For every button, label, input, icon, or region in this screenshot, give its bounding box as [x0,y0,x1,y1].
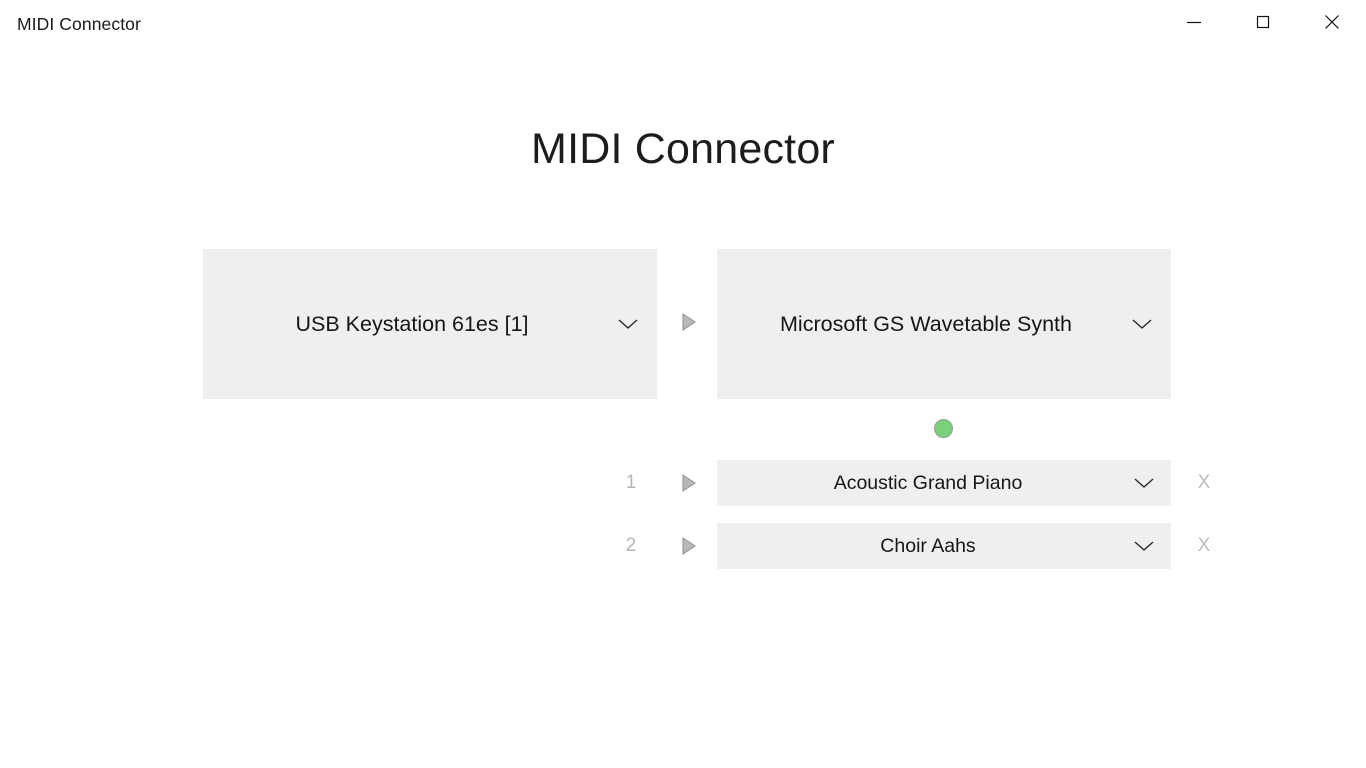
device-selection-row: USB Keystation 61es [1] Microsoft GS Wav… [203,249,1171,399]
midi-input-device-value: USB Keystation 61es [1] [295,311,529,336]
channel-number-label: 2 [625,535,637,556]
midi-output-device-value: Microsoft GS Wavetable Synth [780,311,1072,336]
channel-flow-arrow [676,533,702,559]
minimize-button[interactable] [1159,0,1228,47]
play-triangle-icon [680,312,698,337]
channel-instrument-dropdown[interactable]: Acoustic Grand Piano [717,460,1171,506]
close-icon [1321,11,1343,36]
channel-instrument-value: Acoustic Grand Piano [833,471,1023,494]
minimize-icon [1183,11,1205,36]
chevron-down-icon [1131,533,1157,559]
maximize-icon [1252,11,1274,36]
channel-list: 1 Acoustic Grand Piano X 2 [203,460,1215,586]
channel-remove-button[interactable]: X [1197,535,1211,556]
midi-input-device-dropdown[interactable]: USB Keystation 61es [1] [203,249,657,399]
chevron-down-icon [1128,310,1156,338]
window-title: MIDI Connector [17,14,141,34]
channel-instrument-dropdown[interactable]: Choir Aahs [717,523,1171,569]
channel-flow-arrow [676,470,702,496]
close-button[interactable] [1297,0,1366,47]
channel-remove-button[interactable]: X [1197,472,1211,493]
status-dot-icon [934,419,953,438]
channel-row: 2 Choir Aahs X [203,523,1215,569]
maximize-button[interactable] [1228,0,1297,47]
channel-instrument-value: Choir Aahs [880,534,976,557]
page-title: MIDI Connector [531,125,835,173]
chevron-down-icon [614,310,642,338]
midi-output-device-dropdown[interactable]: Microsoft GS Wavetable Synth [717,249,1171,399]
window-controls [1159,0,1366,47]
title-bar: MIDI Connector [0,0,1366,49]
chevron-down-icon [1131,470,1157,496]
channel-number-label: 1 [625,472,637,493]
channel-row: 1 Acoustic Grand Piano X [203,460,1215,506]
connection-status-indicator [934,419,953,438]
signal-flow-arrow [676,311,702,337]
